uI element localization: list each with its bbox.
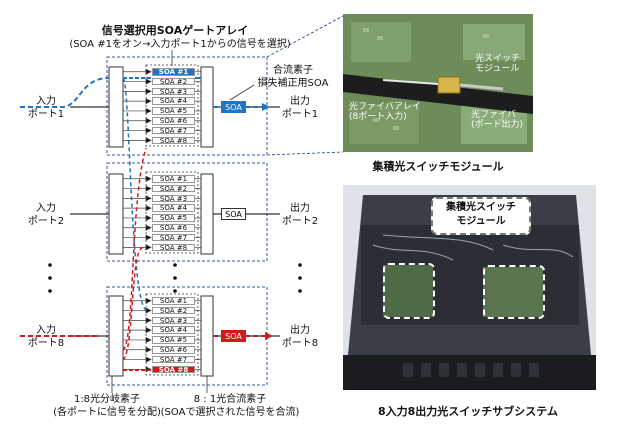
module-box-2: [106, 162, 268, 262]
photo-callout-fiber: 光ファイバ(ポート出力): [471, 110, 524, 130]
input-port-1: 入力ポート1: [27, 96, 65, 120]
module-photo-caption: 集積光スイッチモジュール: [372, 160, 504, 173]
combiner-8: [200, 295, 214, 377]
input-port-2: 入力ポート2: [27, 203, 65, 227]
subsystem-module-outline-1: [383, 263, 435, 319]
soa-gate: SOA #6: [152, 346, 195, 354]
output-port-8: 出力ポート8: [281, 325, 319, 349]
subsystem-photo: 集積光スイッチモジュール: [343, 185, 596, 390]
soa-gate: SOA #6: [152, 224, 195, 232]
combiner-label: 合流素子: [273, 65, 313, 76]
soa-gate: SOA #5: [152, 214, 195, 222]
soa-gate: SOA #5: [152, 107, 195, 115]
soa-gate: SOA #7: [152, 126, 195, 134]
subsystem-callout-text: 集積光スイッチモジュール: [446, 202, 516, 227]
soa-gate: SOA #1: [152, 297, 195, 305]
soa-gate: SOA #3: [152, 194, 195, 202]
output-port-2: 出力ポート2: [281, 203, 319, 227]
combiner-bottom-label: 8 : 1光合流素子(SOAで選択された信号を合流): [160, 394, 300, 418]
subsystem-photo-art: [343, 185, 596, 390]
soa-gate: SOA #4: [152, 97, 195, 105]
combiner-1: [200, 66, 214, 148]
soa-gate: SOA #3: [152, 87, 195, 95]
soa-gate: SOA #1: [152, 68, 195, 76]
module-box-1: [106, 56, 268, 156]
soa-gate: SOA #8: [152, 365, 195, 373]
splitter-label: 1:8光分岐素子(各ポートに信号を分配): [53, 394, 161, 418]
soa-gate: SOA #2: [152, 184, 195, 192]
splitter-1: [108, 66, 124, 148]
splitter-2: [108, 173, 124, 255]
soa-gate: SOA #6: [152, 117, 195, 125]
combiner-2: [200, 173, 214, 255]
soa-gate: SOA #8: [152, 243, 195, 251]
soa-gate: SOA #1: [152, 175, 195, 183]
input-port-8: 入力ポート8: [27, 325, 65, 349]
splitter-8: [108, 295, 124, 377]
soa-gate: SOA #4: [152, 326, 195, 334]
soa-compensation-1: SOA: [221, 101, 246, 113]
soa-gate: SOA #5: [152, 336, 195, 344]
photo-callout-fiber-array: 光ファイバアレイ(8ポート入力): [349, 102, 421, 122]
photo-callout-switch: 光スイッチモジュール: [475, 54, 521, 74]
subsystem-photo-caption: 8入力8出力光スイッチサブシステム: [378, 405, 558, 418]
subsystem-callout-box: [431, 197, 531, 235]
soa-gate: SOA #3: [152, 316, 195, 324]
gate-array-title: 信号選択用SOAゲートアレイ: [101, 24, 249, 37]
gate-array-subtitle: (SOA #1をオン→入力ポート1からの信号を選択): [69, 39, 291, 50]
output-port-1: 出力ポート1: [281, 96, 319, 120]
soa-gate: SOA #2: [152, 306, 195, 314]
soa-gate: SOA #7: [152, 233, 195, 241]
subsystem-module-outline-2: [483, 265, 545, 319]
soa-compensation-2: SOA: [221, 208, 246, 220]
soa-gate: SOA #4: [152, 204, 195, 212]
module-photo-art: [343, 14, 533, 152]
soa-compensation-8: SOA: [221, 330, 246, 342]
loss-compensation-label: 損失補正用SOA: [257, 78, 329, 89]
module-photo: 光スイッチモジュール 光ファイバアレイ(8ポート入力) 光ファイバ(ポート出力): [343, 14, 533, 152]
soa-gate: SOA #2: [152, 77, 195, 85]
soa-gate: SOA #8: [152, 136, 195, 144]
soa-gate: SOA #7: [152, 355, 195, 363]
